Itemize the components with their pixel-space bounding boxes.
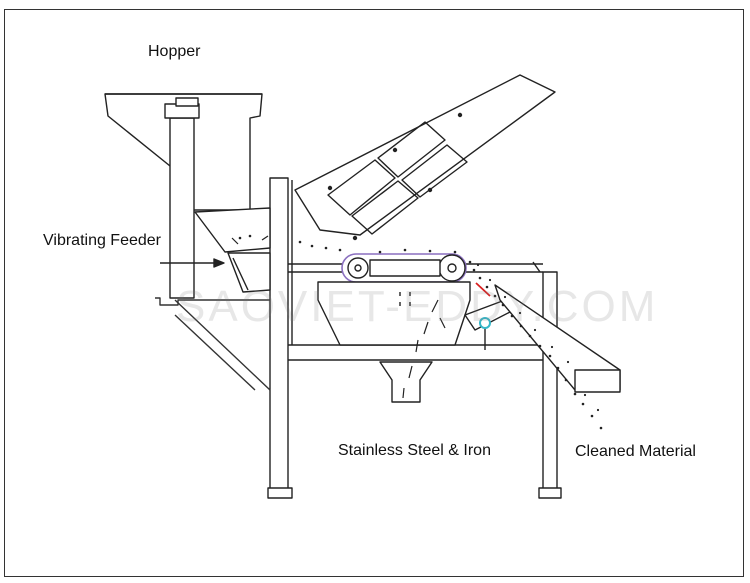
vibrating-feeder-label: Vibrating Feeder (43, 232, 161, 249)
falling-particles (238, 234, 603, 430)
hopper-body (104, 93, 263, 299)
metal-pieces (231, 235, 446, 399)
vibrating-feeder (160, 207, 271, 293)
lower-body (317, 281, 471, 403)
belt-unit (341, 253, 467, 283)
output-chute (494, 261, 621, 393)
base-structure (155, 297, 271, 391)
separator-cover (294, 74, 556, 241)
metal-label: Stainless Steel & Iron (338, 442, 491, 459)
hopper-label: Hopper (148, 43, 201, 60)
cleaned-material-label: Cleaned Material (575, 443, 696, 460)
splitter (464, 282, 511, 350)
watermark: SAOVIET-EDDY.COM (176, 282, 659, 331)
